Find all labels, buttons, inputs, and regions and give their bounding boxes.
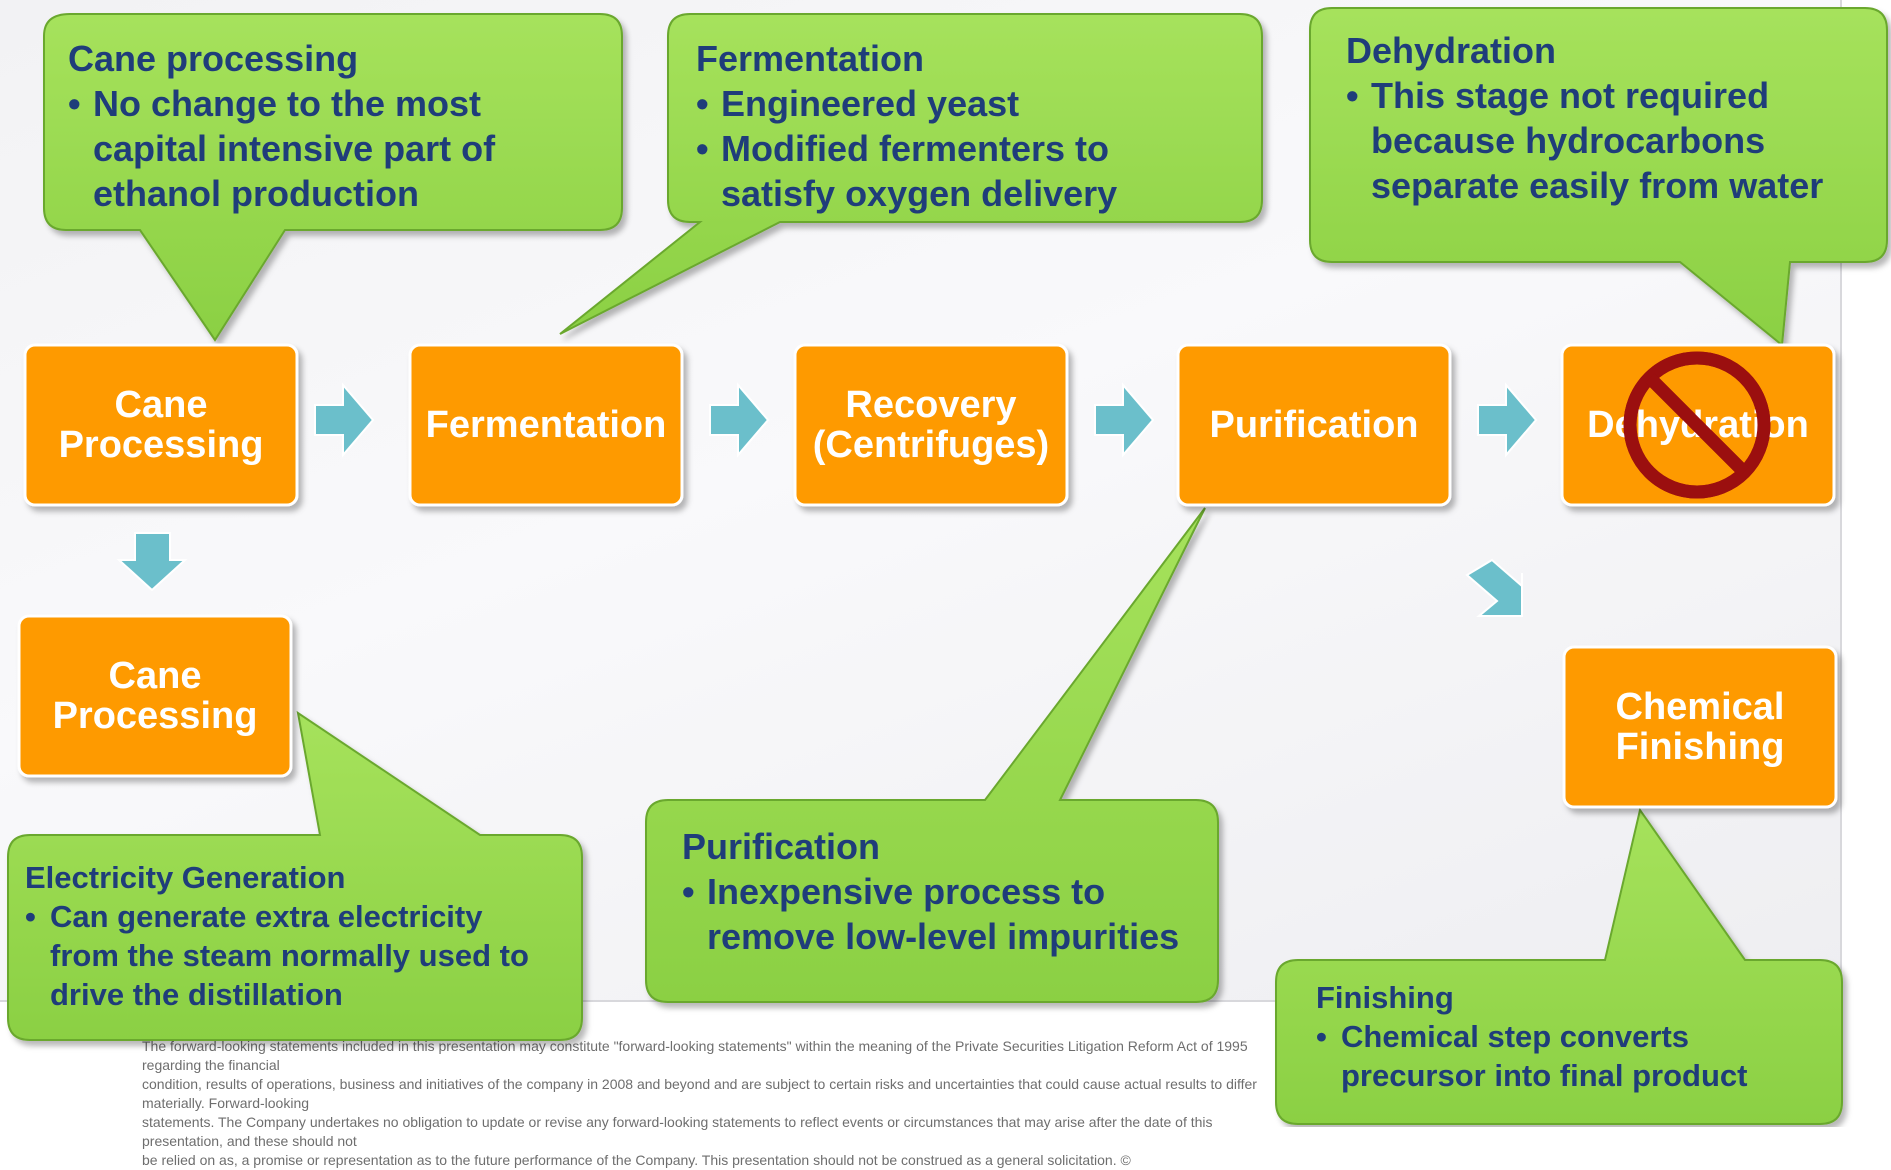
callout-bullet: Inexpensive process to remove low-level … [682,869,1207,959]
arrow-right-icon [1094,382,1155,458]
callout-bullet: Can generate extra electricity from the … [25,897,545,1014]
process-box-recovery [793,343,1069,507]
box-label-recovery: Recovery (Centrifuges) [812,384,1050,466]
box-label-purification: Purification [1209,404,1419,446]
callout-title: Dehydration [1346,30,1557,71]
callout-title: Electricity Generation [25,860,346,895]
callout-title: Finishing [1316,980,1454,1015]
callout-dehydration: Dehydration This stage not required beca… [1346,28,1871,208]
arrow-right-icon [1477,382,1538,458]
box-label-dehydration: Dehydration [1587,404,1809,446]
callout-finishing: Finishing Chemical step converts precurs… [1316,978,1816,1095]
arrow-diagonal-icon [1465,558,1523,617]
callout-electricity: Electricity Generation Can generate extr… [25,858,545,1014]
box-label-cane-processing: Cane Processing [58,384,264,466]
callout-purification: Purification Inexpensive process to remo… [682,824,1207,959]
callout-cane-processing: Cane processing No change to the most ca… [68,36,538,216]
process-box-chemical-finishing [1562,645,1838,809]
callout-title: Purification [682,826,881,867]
box-label-fermentation: Fermentation [425,404,667,446]
process-box-cane-processing-lower [17,614,293,778]
process-box-cane-processing [23,343,299,507]
callout-bullet: Engineered yeast [696,81,1196,126]
box-label-cane-processing-lower: Cane Processing [52,655,258,737]
callout-fermentation: Fermentation Engineered yeast Modified f… [696,36,1196,216]
arrow-right-icon [709,382,770,458]
callout-title: Cane processing [68,38,359,79]
process-box-purification [1176,343,1452,507]
callout-bullet: Modified fermenters to satisfy oxygen de… [696,126,1196,216]
arrow-down-icon [116,532,188,592]
callout-bullet: This stage not required because hydrocar… [1346,73,1871,208]
box-label-chemical-finishing: Chemical Finishing [1615,686,1785,768]
arrow-right-icon [314,382,375,458]
process-box-fermentation [408,343,684,507]
callout-title: Fermentation [696,38,925,79]
callout-bullet: Chemical step converts precursor into fi… [1316,1017,1816,1095]
callout-bullet: No change to the most capital intensive … [68,81,538,216]
